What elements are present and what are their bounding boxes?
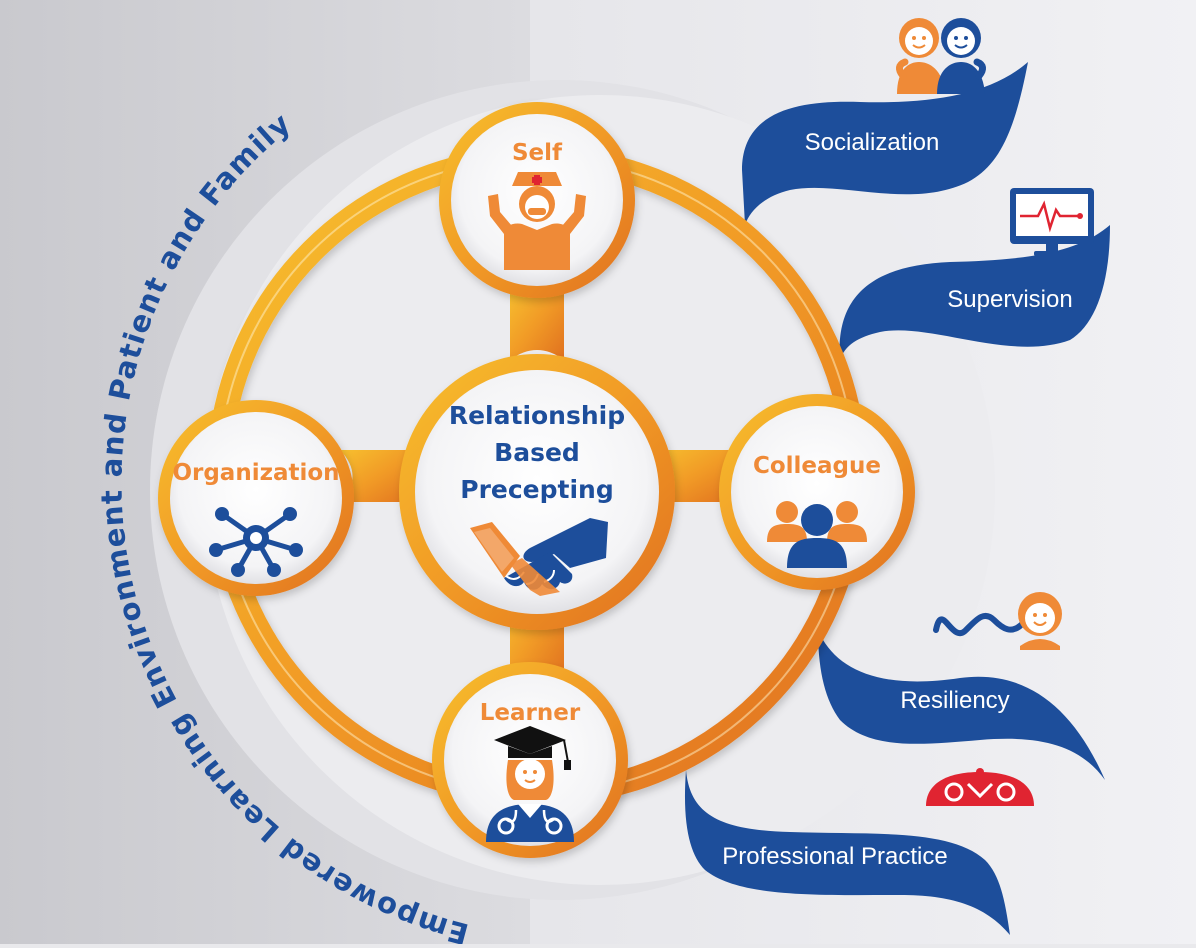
ribbon-label-professional-practice: Professional Practice: [722, 843, 947, 870]
organization-label: Organization: [172, 460, 339, 486]
network-icon: [209, 507, 303, 577]
resilient-woman-icon: [933, 592, 1062, 650]
graduate-icon: [486, 726, 574, 842]
group-icon: [767, 501, 867, 568]
learner-node: Learner: [432, 662, 628, 858]
ribbon-professional-practice: Professional Practice: [684, 770, 1010, 935]
nurse-icon: [488, 172, 586, 270]
stethoscope-icon: [926, 768, 1034, 806]
monitor-heartbeat-icon: [1010, 188, 1094, 256]
colleague-label: Colleague: [753, 453, 881, 479]
ribbon-label-socialization: Socialization: [805, 129, 940, 156]
ribbon-supervision: Supervision: [839, 225, 1110, 360]
handshake-icon: [470, 518, 608, 596]
colleague-node: Colleague: [719, 394, 915, 590]
center-node: Relationship Based Precepting: [399, 354, 675, 630]
ribbon-socialization: Socialization: [742, 62, 1028, 225]
ribbon-label-supervision: Supervision: [947, 286, 1072, 313]
self-node: Self: [439, 102, 635, 298]
self-label: Self: [512, 140, 563, 166]
learner-label: Learner: [480, 700, 581, 726]
ribbon-label-resiliency: Resiliency: [900, 687, 1009, 714]
center-label-line-3: Precepting: [460, 475, 614, 504]
center-label-line-1: Relationship: [449, 401, 625, 430]
center-label-line-2: Based: [494, 438, 580, 467]
organization-node: Organization: [158, 400, 354, 596]
two-women-icon: [896, 18, 986, 94]
ribbon-resiliency: Resiliency: [818, 630, 1105, 780]
